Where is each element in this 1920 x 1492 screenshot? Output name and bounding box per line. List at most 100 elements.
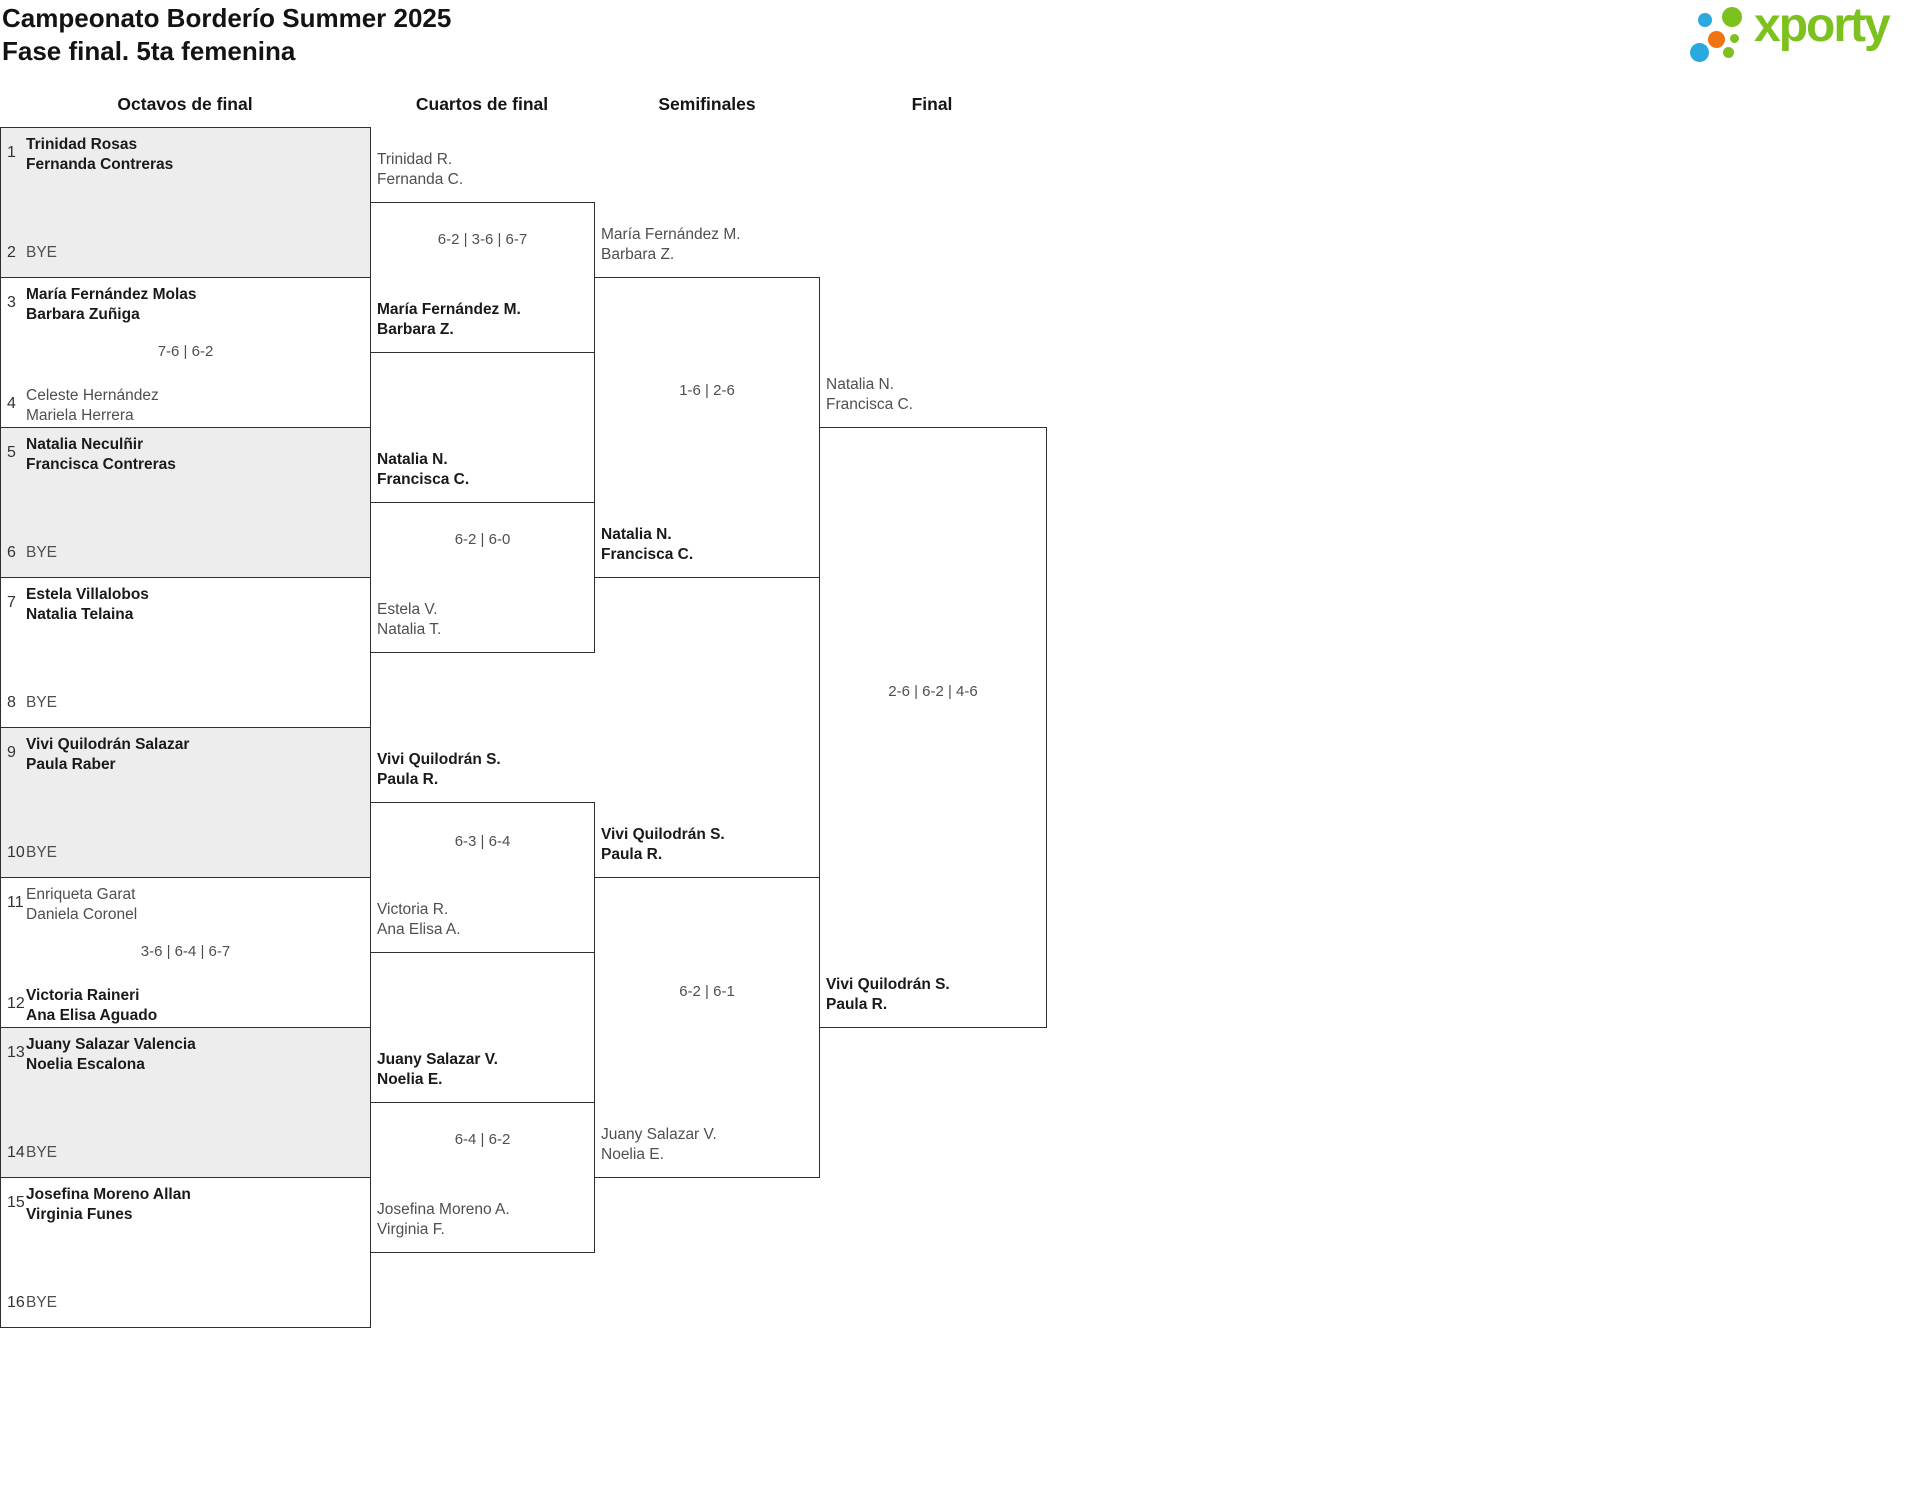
match-box-qf-1[interactable] (370, 202, 595, 353)
team-sf-1-bottom[interactable]: Natalia N. Francisca C. (601, 525, 693, 565)
team-r16-3-top[interactable]: Natalia Neculñir Francisca Contreras (26, 435, 176, 475)
match-box-final[interactable] (819, 427, 1047, 1028)
team-qf-1-top[interactable]: Trinidad R. Fernanda C. (377, 150, 463, 190)
match-box-qf-2[interactable] (370, 502, 595, 653)
team-r16-1-top[interactable]: Trinidad Rosas Fernanda Contreras (26, 135, 173, 175)
player-name: Victoria Raineri (26, 987, 140, 1004)
player-name: Barbara Z. (377, 321, 454, 338)
player-name: Mariela Herrera (26, 407, 134, 424)
team-sf-2-top[interactable]: Vivi Quilodrán S. Paula R. (601, 825, 725, 865)
logo[interactable]: xporty (1686, 0, 1918, 68)
match-box-r16-2[interactable] (0, 277, 371, 428)
team-r16-6-bottom[interactable]: Victoria Raineri Ana Elisa Aguado (26, 986, 157, 1026)
team-qf-4-bottom[interactable]: Josefina Moreno A. Virginia F. (377, 1200, 510, 1240)
player-name: Juany Salazar V. (377, 1051, 498, 1068)
team-r16-5-bottom[interactable]: BYE (26, 843, 57, 863)
team-qf-3-bottom[interactable]: Victoria R. Ana Elisa A. (377, 900, 461, 940)
player-name: Francisca C. (826, 396, 913, 413)
seed-13: 13 (7, 1044, 25, 1061)
score-qf-2: 6-2 | 6-0 (454, 531, 511, 548)
score-sf-1: 1-6 | 2-6 (679, 382, 735, 399)
team-r16-4-bottom[interactable]: BYE (26, 693, 57, 713)
logo-dot-blue-large-icon (1690, 43, 1709, 62)
player-name: María Fernández M. (377, 301, 521, 318)
player-name: Paula R. (601, 846, 663, 863)
player-name: Ana Elisa Aguado (26, 1007, 158, 1024)
player-name: Francisca C. (601, 546, 694, 563)
team-qf-2-top[interactable]: Natalia N. Francisca C. (377, 450, 469, 490)
match-box-sf-2[interactable] (594, 877, 820, 1178)
player-name: Paula R. (377, 771, 439, 788)
seed-9: 9 (7, 744, 16, 761)
logo-dot-green-large-icon (1722, 7, 1742, 27)
team-r16-7-bottom[interactable]: BYE (26, 1143, 57, 1163)
logo-dot-orange-icon (1708, 31, 1725, 48)
team-r16-8-bottom[interactable]: BYE (26, 1293, 57, 1313)
player-name: BYE (26, 844, 58, 861)
player-name: Victoria R. (377, 901, 449, 918)
player-name: Francisca Contreras (26, 456, 176, 473)
player-name: Fernanda C. (377, 171, 464, 188)
phase-name: Fase final. 5ta femenina (2, 36, 296, 66)
logo-dot-green-med-icon (1723, 47, 1734, 58)
player-name: Vivi Quilodrán S. (377, 751, 501, 768)
team-qf-4-top[interactable]: Juany Salazar V. Noelia E. (377, 1050, 498, 1090)
team-r16-1-bottom[interactable]: BYE (26, 243, 57, 263)
player-name: Noelia E. (377, 1071, 443, 1088)
player-name: Vivi Quilodrán S. (826, 976, 950, 993)
player-name: Noelia E. (601, 1146, 664, 1163)
score-qf-4: 6-4 | 6-2 (454, 1131, 511, 1148)
player-name: Natalia N. (601, 526, 672, 543)
player-name: BYE (26, 244, 58, 261)
team-r16-2-bottom[interactable]: Celeste Hernández Mariela Herrera (26, 386, 159, 426)
team-qf-3-top[interactable]: Vivi Quilodrán S. Paula R. (377, 750, 501, 790)
team-r16-4-top[interactable]: Estela Villalobos Natalia Telaina (26, 585, 149, 625)
team-r16-7-top[interactable]: Juany Salazar Valencia Noelia Escalona (26, 1035, 196, 1075)
player-name: Virginia Funes (26, 1206, 133, 1223)
match-box-qf-4[interactable] (370, 1102, 595, 1253)
player-name: Natalia Telaina (26, 606, 134, 623)
match-box-r16-7[interactable] (0, 1027, 371, 1178)
seed-16: 16 (7, 1294, 25, 1311)
player-name: Natalia N. (377, 451, 448, 468)
team-final-bottom[interactable]: Vivi Quilodrán S. Paula R. (826, 975, 950, 1015)
team-r16-2-top[interactable]: María Fernández Molas Barbara Zuñiga (26, 285, 197, 325)
player-name: Juany Salazar V. (601, 1126, 717, 1143)
player-name: Paula R. (826, 996, 888, 1013)
player-name: Natalia T. (377, 621, 442, 638)
player-name: Estela V. (377, 601, 438, 618)
match-box-r16-8[interactable] (0, 1177, 371, 1328)
seed-15: 15 (7, 1194, 25, 1211)
match-box-r16-3[interactable] (0, 427, 371, 578)
match-box-qf-3[interactable] (370, 802, 595, 953)
match-box-r16-5[interactable] (0, 727, 371, 878)
logo-text: xporty (1754, 0, 1891, 52)
player-name: BYE (26, 1144, 58, 1161)
player-name: Fernanda Contreras (26, 156, 174, 173)
seed-8: 8 (7, 694, 16, 711)
player-name: Paula Raber (26, 756, 116, 773)
player-name: BYE (26, 544, 58, 561)
score-r16-2: 7-6 | 6-2 (157, 343, 214, 360)
player-name: María Fernández Molas (26, 286, 197, 303)
team-sf-1-top[interactable]: María Fernández M. Barbara Z. (601, 225, 741, 265)
seed-2: 2 (7, 244, 16, 261)
page-title: Campeonato Borderío Summer 2025 Fase fin… (2, 2, 451, 68)
team-qf-1-bottom[interactable]: María Fernández M. Barbara Z. (377, 300, 521, 340)
player-name: Trinidad R. (377, 151, 453, 168)
team-r16-6-top[interactable]: Enriqueta Garat Daniela Coronel (26, 885, 137, 925)
team-r16-3-bottom[interactable]: BYE (26, 543, 57, 563)
team-final-top[interactable]: Natalia N. Francisca C. (826, 375, 913, 415)
match-box-r16-4[interactable] (0, 577, 371, 728)
seed-12: 12 (7, 995, 25, 1012)
player-name: Juany Salazar Valencia (26, 1036, 196, 1053)
player-name: Francisca C. (377, 471, 470, 488)
team-r16-5-top[interactable]: Vivi Quilodrán Salazar Paula Raber (26, 735, 189, 775)
match-box-r16-6[interactable] (0, 877, 371, 1028)
player-name: Daniela Coronel (26, 906, 138, 923)
team-qf-2-bottom[interactable]: Estela V. Natalia T. (377, 600, 441, 640)
team-r16-8-top[interactable]: Josefina Moreno Allan Virginia Funes (26, 1185, 191, 1225)
team-sf-2-bottom[interactable]: Juany Salazar V. Noelia E. (601, 1125, 717, 1165)
match-box-sf-1[interactable] (594, 277, 820, 578)
